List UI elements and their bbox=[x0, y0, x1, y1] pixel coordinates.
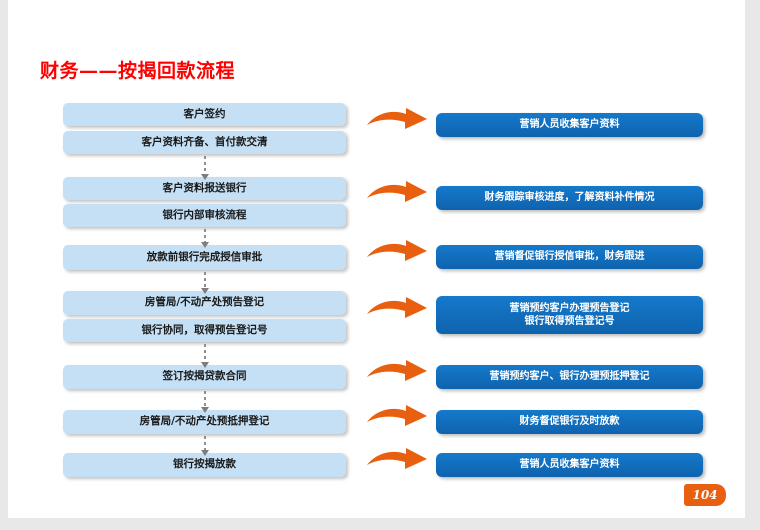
responsibility-box: 财务跟踪审核进度，了解资料补件情况 bbox=[436, 186, 703, 210]
responsibility-box: 营销人员收集客户资料 bbox=[436, 453, 703, 477]
dashed-down-arrow-icon bbox=[201, 229, 209, 248]
responsibility-box: 营销人员收集客户资料 bbox=[436, 113, 703, 137]
dashed-down-arrow-icon bbox=[201, 391, 209, 413]
process-step-box: 放款前银行完成授信审批 bbox=[63, 245, 346, 270]
process-step-box: 银行内部审核流程 bbox=[63, 204, 346, 227]
right-arrow-icon bbox=[366, 108, 428, 138]
dashed-down-arrow-icon bbox=[201, 344, 209, 368]
responsibility-box: 营销预约客户、银行办理预抵押登记 bbox=[436, 365, 703, 389]
dashed-down-arrow-icon bbox=[201, 272, 209, 294]
process-step-box: 签订按揭贷款合同 bbox=[63, 365, 346, 389]
right-arrow-icon bbox=[366, 240, 428, 270]
process-step-box: 房管局/不动产处预抵押登记 bbox=[63, 410, 346, 434]
right-arrow-icon bbox=[366, 181, 428, 211]
dashed-down-arrow-icon bbox=[201, 156, 209, 180]
process-step-box: 房管局/不动产处预告登记 bbox=[63, 291, 346, 315]
process-step-box: 银行协同，取得预告登记号 bbox=[63, 319, 346, 342]
responsibility-box: 营销督促银行授信审批，财务跟进 bbox=[436, 245, 703, 269]
responsibility-box: 营销预约客户办理预告登记 银行取得预告登记号 bbox=[436, 296, 703, 334]
process-step-box: 客户签约 bbox=[63, 103, 346, 126]
right-arrow-icon bbox=[366, 360, 428, 390]
responsibility-box: 财务督促银行及时放款 bbox=[436, 410, 703, 434]
right-arrow-icon bbox=[366, 405, 428, 435]
page-title: 财务——按揭回款流程 bbox=[40, 60, 236, 82]
page-number-badge: 104 bbox=[684, 484, 726, 506]
process-step-box: 客户资料报送银行 bbox=[63, 177, 346, 200]
right-arrow-icon bbox=[366, 297, 428, 327]
slide-canvas: 财务——按揭回款流程 客户签约客户资料齐备、首付款交清客户资料报送银行银行内部审… bbox=[8, 0, 745, 518]
process-step-box: 银行按揭放款 bbox=[63, 453, 346, 477]
dashed-down-arrow-icon bbox=[201, 436, 209, 456]
process-step-box: 客户资料齐备、首付款交清 bbox=[63, 131, 346, 154]
right-arrow-icon bbox=[366, 448, 428, 478]
